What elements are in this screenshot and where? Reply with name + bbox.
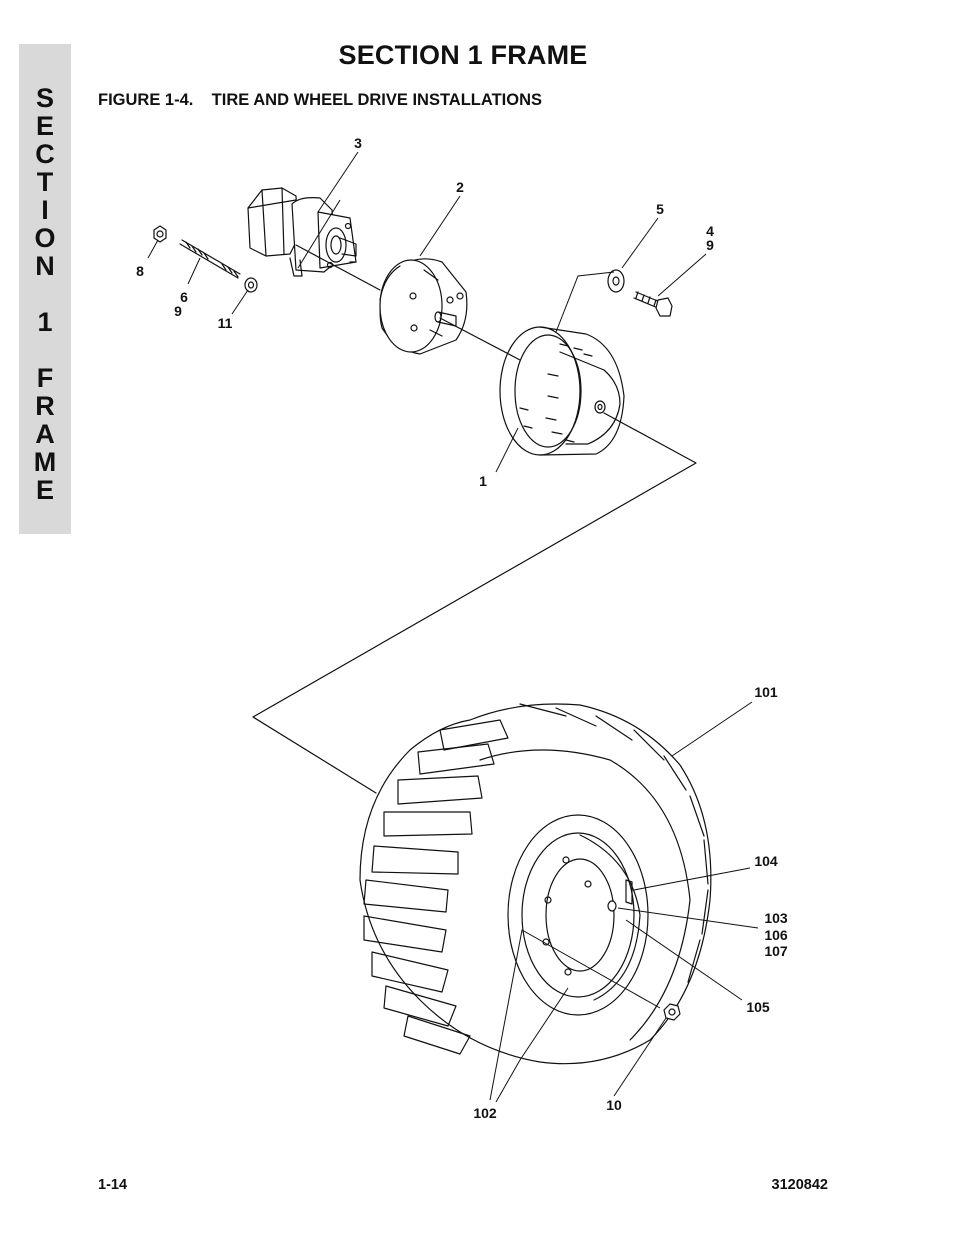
- callout-107: 107: [764, 943, 788, 959]
- bolt-and-washer-illustration: [607, 269, 673, 317]
- side-tab-letter: I: [41, 195, 49, 225]
- callout-105: 105: [746, 999, 770, 1015]
- callout-103: 103: [764, 910, 788, 926]
- callout-2: 2: [456, 179, 464, 195]
- side-tab-letter: A: [35, 419, 55, 449]
- callout-106: 106: [764, 927, 788, 943]
- side-tab-letter: F: [36, 363, 54, 393]
- callout-9: 9: [174, 303, 182, 319]
- callout-9: 9: [706, 237, 714, 253]
- callout-8: 8: [136, 263, 144, 279]
- callout-6: 6: [180, 289, 188, 305]
- tire-illustration: [359, 703, 712, 1065]
- callout-labels: 3 2 5 4 9 8 6 9 11 1 101 104 103 106 107…: [136, 135, 788, 1121]
- callout-101: 101: [754, 684, 778, 700]
- figure-title: FIGURE 1-4. TIRE AND WHEEL DRIVE INSTALL…: [98, 91, 542, 109]
- side-tab-letter: T: [36, 167, 54, 197]
- callout-5: 5: [656, 201, 664, 217]
- stud-and-fasteners-illustration: [153, 225, 258, 293]
- callout-102: 102: [473, 1105, 497, 1121]
- side-tab-letter: R: [35, 391, 55, 421]
- brake-hub-illustration: [379, 258, 468, 355]
- page-title: SECTION 1 FRAME: [338, 40, 588, 70]
- document-number: 3120842: [771, 1177, 828, 1193]
- side-tab-letter: S: [35, 83, 54, 113]
- callout-4: 4: [706, 223, 714, 239]
- side-tab-letter: C: [35, 139, 55, 169]
- side-tab-letter: E: [35, 475, 54, 505]
- side-tab-letter: 1: [37, 307, 53, 337]
- side-tab-letter: E: [35, 111, 54, 141]
- side-tab-letter: M: [33, 447, 57, 477]
- callout-leader-lines: [147, 151, 759, 1103]
- callout-10: 10: [606, 1097, 622, 1113]
- wheel-drive-illustration: [499, 326, 625, 456]
- section-side-tab: S E C T I O N 1 F R A M E: [19, 44, 71, 534]
- side-tab-letter: N: [35, 251, 55, 281]
- page-number: 1-14: [98, 1177, 128, 1193]
- side-tab-letter: O: [34, 223, 56, 253]
- drive-motor-illustration: [247, 187, 357, 277]
- callout-1: 1: [479, 473, 487, 489]
- callout-11: 11: [218, 315, 233, 331]
- callout-3: 3: [354, 135, 362, 151]
- callout-104: 104: [754, 853, 778, 869]
